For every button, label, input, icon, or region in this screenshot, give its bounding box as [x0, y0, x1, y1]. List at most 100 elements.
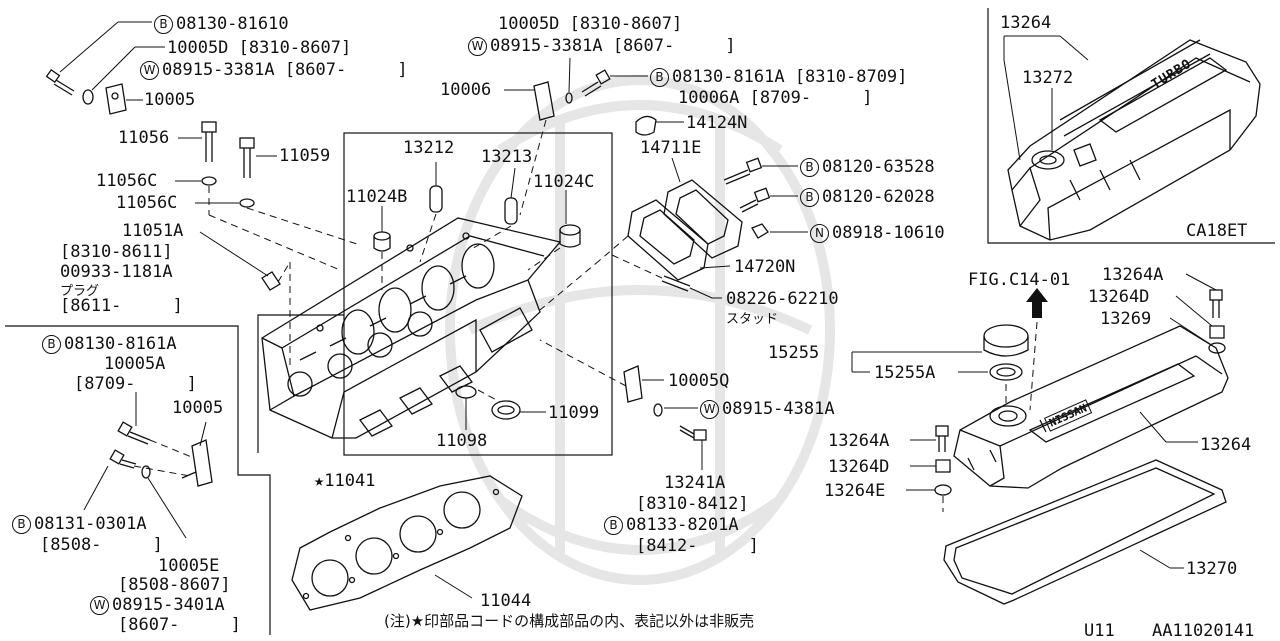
label-13241a: 13241A — [664, 473, 726, 493]
plug-11051a — [261, 271, 281, 291]
label-10005: 10005 — [144, 90, 196, 110]
label-8607: [8607- ] — [118, 615, 241, 635]
watermark-emblem — [445, 75, 835, 585]
label-stud: スタッド — [726, 312, 779, 327]
label-13264d-left: 13264D — [828, 457, 890, 477]
turbo-variant-frame — [987, 8, 1275, 244]
washer-08915-4381a — [653, 403, 663, 417]
bolt-11059 — [239, 137, 255, 178]
washer-10005e — [141, 465, 151, 479]
label-14124n: 14124N — [686, 113, 748, 133]
washer-10005d-top — [565, 92, 573, 104]
label-11051a: 11051A — [122, 221, 184, 241]
label-10005a: 10005A — [104, 354, 166, 374]
valve-guide-13212 — [429, 185, 443, 213]
label-13264-turbo: 13264 — [1000, 13, 1052, 33]
nut-08918-10610 — [751, 223, 769, 239]
bolt-13264a-left — [935, 425, 949, 452]
label-13264e: 13264E — [824, 481, 886, 501]
label-10005e: 10005E — [158, 556, 220, 576]
label-10005-left: 10005 — [172, 398, 224, 418]
arrow-up-icon — [1026, 288, 1048, 318]
label-11056c-a: 11056C — [96, 171, 158, 191]
label-8611: [8611- ] — [60, 296, 183, 316]
bracket-10005-left — [181, 439, 213, 487]
bolt-08130-8161a-left — [117, 421, 151, 445]
label-13264d-top: 13264D — [1088, 287, 1150, 307]
washer-11056c-a — [201, 176, 217, 186]
b-marker-icon: B — [154, 15, 173, 34]
label-figure-code: AA11020141 — [1152, 621, 1255, 641]
plate-14711e — [663, 179, 743, 259]
bolt-08131-0301a — [109, 449, 137, 469]
label-10005d-top: 10005D [8310-8607] — [498, 14, 683, 34]
seal-11099 — [491, 400, 521, 420]
label-8508: [8508- ] — [40, 535, 163, 555]
washer-13264e — [934, 484, 952, 496]
label-13272: 13272 — [1022, 68, 1074, 88]
label-11041: ★11041 — [314, 471, 376, 491]
label-13264a-top: 13264A — [1102, 265, 1164, 285]
footnote: (注)★印部品コードの構成部品の内、表記以外は非販売 — [384, 612, 755, 630]
label-15255: 15255 — [768, 343, 820, 363]
n-marker-icon: N — [810, 224, 829, 243]
label-14720n: 14720N — [734, 257, 796, 277]
b-marker-icon: B — [800, 188, 819, 207]
label-8508-8607: [8508-8607] — [118, 575, 231, 595]
oil-cap-15255 — [983, 324, 1029, 357]
grommet-13264d-top — [1209, 325, 1225, 339]
label-00933-1181a: 00933-1181A — [60, 262, 173, 282]
bracket-10005 — [105, 83, 127, 115]
label-11056: 11056 — [118, 128, 170, 148]
cylinder-head-11041 — [261, 217, 562, 439]
bolt-11056 — [201, 121, 217, 162]
gasket-13270 — [943, 459, 1227, 605]
w-marker-icon: W — [700, 400, 719, 419]
bolt-08130-81610 — [45, 68, 75, 96]
label-11099: 11099 — [548, 403, 600, 423]
label-10005d: 10005D [8310-8607] — [167, 38, 352, 58]
bolt-13241a — [679, 425, 707, 441]
label-15255a: 15255A — [874, 363, 936, 383]
rocker-cover-13264 — [953, 325, 1229, 489]
label-13264a-left: 13264A — [828, 431, 890, 451]
label-11044: 11044 — [480, 591, 532, 611]
stud-08226-62210 — [661, 275, 691, 292]
label-11056c-b: 11056C — [116, 193, 178, 213]
label-13264: 13264 — [1200, 435, 1252, 455]
b-marker-icon: B — [604, 516, 623, 535]
label-10005q: 10005Q — [668, 371, 730, 391]
cylinder-head-frame — [343, 132, 613, 456]
label-08226-62210: 08226-62210 — [726, 289, 839, 309]
label-13212: 13212 — [403, 138, 455, 158]
cap-14124n — [635, 115, 657, 136]
label-8310-8611: [8310-8611] — [60, 242, 173, 262]
label-13213: 13213 — [481, 147, 533, 167]
bolt-13264a-top — [1209, 289, 1223, 318]
bracket-10006 — [533, 81, 555, 121]
label-11024c: 11024C — [533, 172, 595, 192]
seal-11024c — [559, 224, 581, 248]
label-10006a: 10006A [8709- ] — [678, 88, 873, 108]
washer-13269 — [1208, 342, 1226, 354]
bolt-08120-63528 — [723, 157, 763, 185]
bolt-08120-62028 — [739, 187, 771, 213]
grommet-13264d-left — [935, 459, 951, 473]
w-marker-icon: W — [90, 596, 109, 615]
b-marker-icon: B — [12, 515, 31, 534]
label-8310-8412: [8310-8412] — [636, 494, 749, 514]
washer-10005d — [82, 89, 94, 105]
bracket-10005q — [623, 365, 643, 403]
label-u11: U11 — [1084, 621, 1115, 641]
